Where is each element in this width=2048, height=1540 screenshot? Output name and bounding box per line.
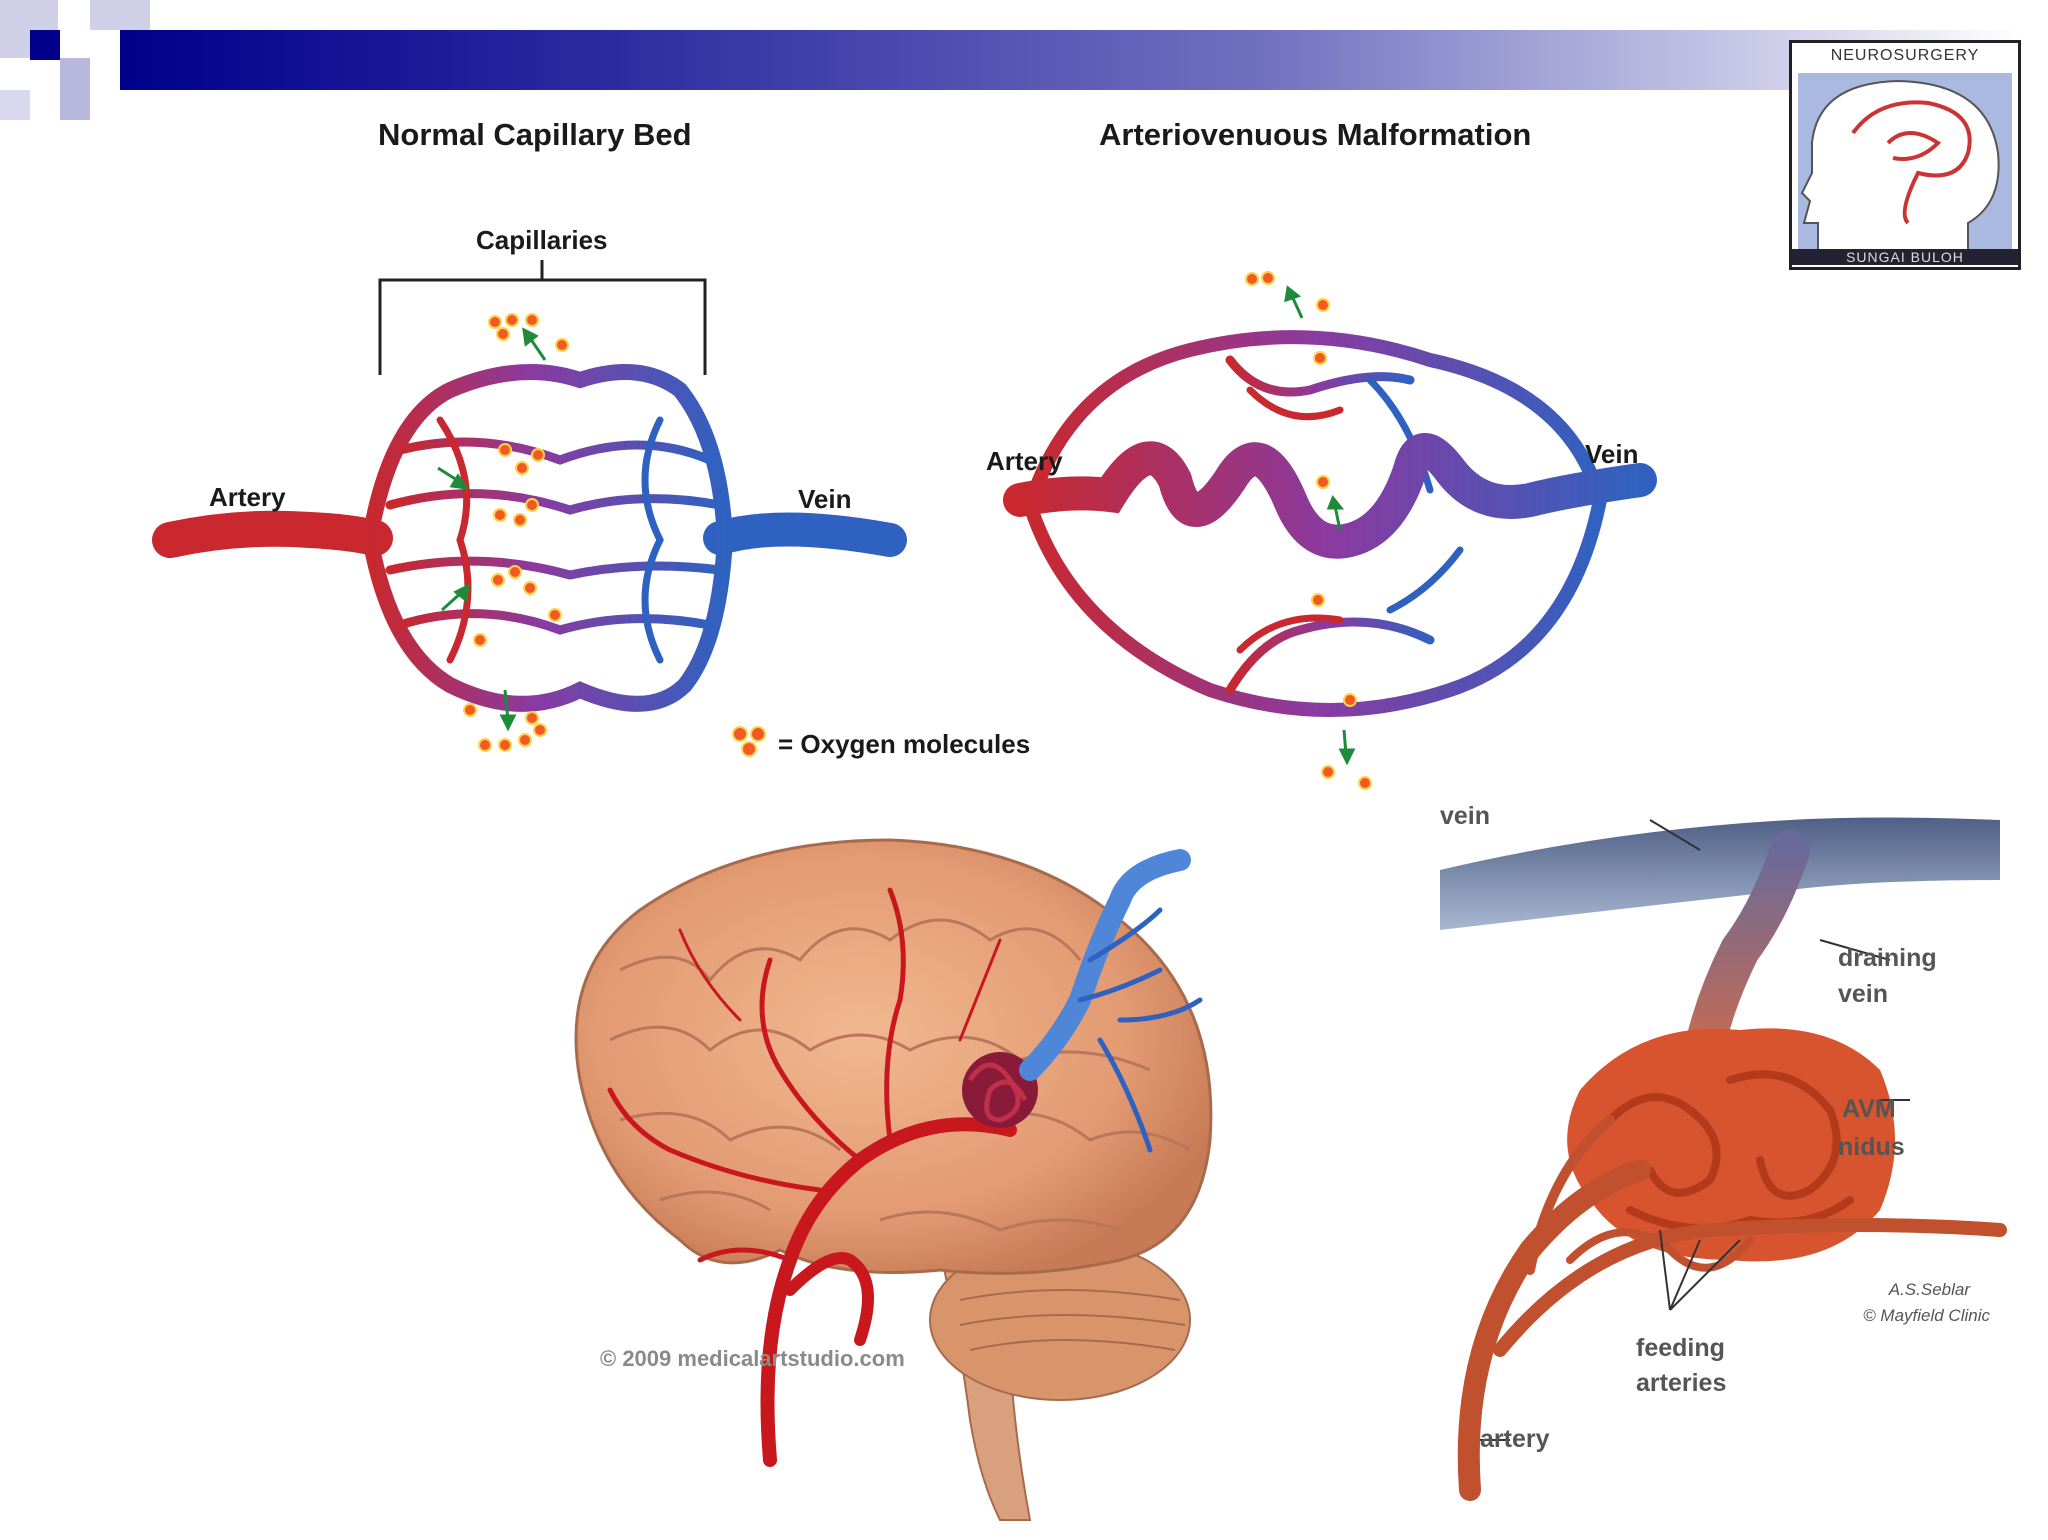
brain-head-icon xyxy=(1800,79,2000,254)
capillaries-bracket xyxy=(378,278,707,375)
feeding-label-1: feeding xyxy=(1636,1334,1725,1362)
vein-pointer xyxy=(1649,819,1701,851)
brain-illustration xyxy=(574,838,1213,1521)
avm-shunt xyxy=(1003,433,1657,559)
brain-arteries xyxy=(607,887,1017,1467)
deco-square xyxy=(30,30,60,60)
large-vein xyxy=(1440,817,2000,930)
draining-vein-label-2: vein xyxy=(1838,980,1889,1008)
avm-diagram xyxy=(1003,271,1657,790)
vein-label: vein xyxy=(1440,802,1491,830)
deco-square xyxy=(90,0,150,30)
avm-diffusion-arrows xyxy=(1284,285,1356,766)
draining-vein-label-1: draining xyxy=(1838,944,1937,972)
oxygen-molecules xyxy=(463,313,569,752)
logo-head-panel xyxy=(1798,73,2012,254)
avm-title: Arteriovenuous Malformation xyxy=(1099,117,1532,152)
illustrator-signature: A.S.Seblar xyxy=(1888,1280,1970,1299)
cerebrum xyxy=(574,838,1213,1275)
nidus-label-2: nidus xyxy=(1838,1133,1905,1161)
logo-top-text: NEUROSURGERY xyxy=(1830,47,1980,64)
normal-vein-label: Vein xyxy=(798,484,852,514)
vein-trunk xyxy=(703,512,907,557)
brain-avm-nidus xyxy=(962,1052,1038,1128)
artery-trunk xyxy=(152,510,393,558)
title-bar xyxy=(120,30,2020,90)
normal-capillary-title: Normal Capillary Bed xyxy=(378,117,692,152)
feeding-arteries xyxy=(1457,1115,2007,1501)
normal-artery-label: Artery xyxy=(209,482,286,512)
avm-artery-label: Artery xyxy=(986,446,1063,476)
logo-bottom-text: SUNGAI BULOH xyxy=(1792,249,2018,265)
avm-vessels xyxy=(1023,330,1607,717)
legend-text: = Oxygen molecules xyxy=(778,729,1031,759)
normal-capillary-diagram xyxy=(152,260,907,752)
brain-credit: © 2009 medicalartstudio.com xyxy=(600,1346,905,1371)
deco-square xyxy=(60,58,90,120)
neurosurgery-logo: NEUROSURGERY SUNGAI BULOH xyxy=(1789,40,2021,270)
feeding-pointer-lines xyxy=(1659,1229,1741,1311)
illustrator-copyright: © Mayfield Clinic xyxy=(1863,1306,1990,1325)
oxygen-legend-icon xyxy=(732,726,766,757)
draining-pointer xyxy=(1819,939,1891,961)
feeding-label-2: arteries xyxy=(1636,1369,1727,1397)
nidus-label-1: AVM xyxy=(1842,1095,1896,1123)
avm-nidus-illustration xyxy=(1440,817,2007,1501)
capillary-branches xyxy=(362,364,733,712)
brain-draining-vein xyxy=(1019,849,1203,1153)
capillaries-label: Capillaries xyxy=(476,225,608,255)
deco-square xyxy=(0,90,30,120)
diffusion-arrows xyxy=(437,327,547,732)
nidus-mass xyxy=(1567,1028,1895,1262)
avm-oxygen-molecules xyxy=(1245,271,1372,790)
avm-vein-label: Vein xyxy=(1585,439,1639,469)
artery-label: artery xyxy=(1480,1425,1550,1453)
